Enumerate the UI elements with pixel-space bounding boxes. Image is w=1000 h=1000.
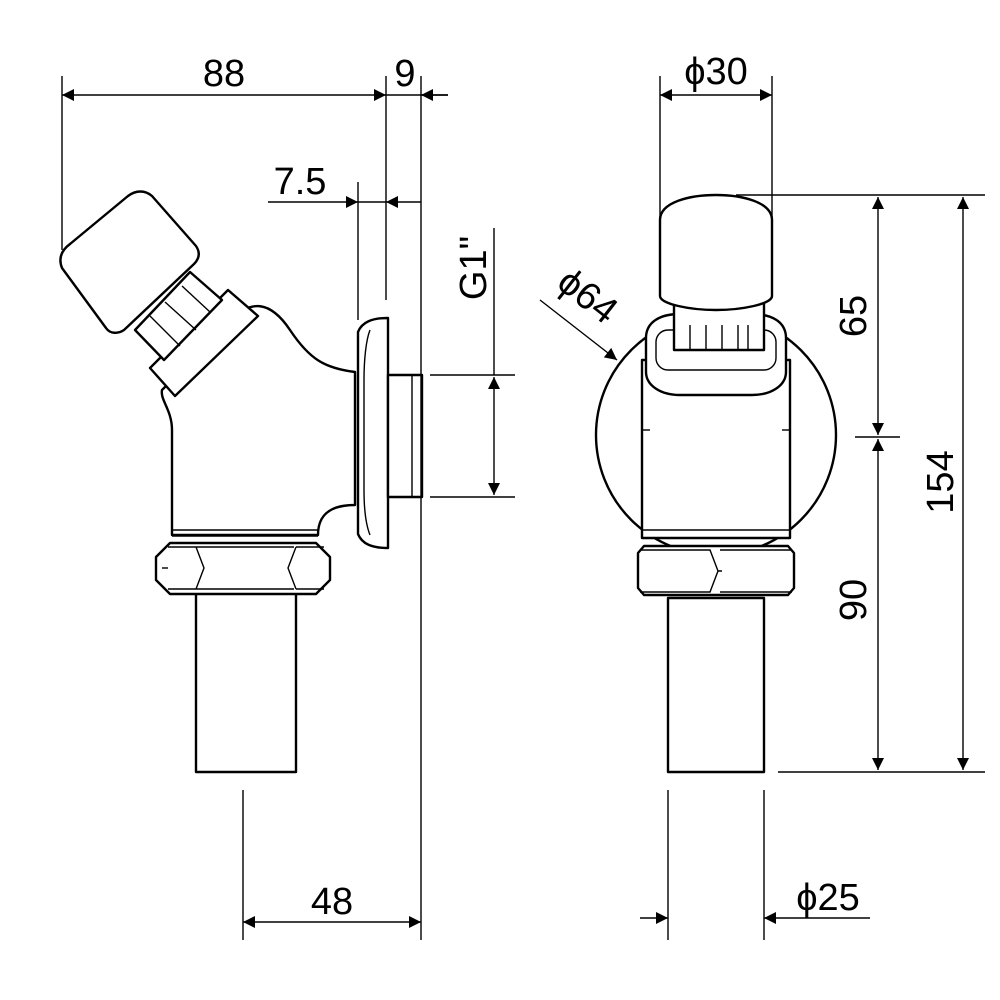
label-dia-25: ϕ25 [796,877,860,919]
label-154: 154 [920,450,962,513]
side-hex-nut [154,541,332,596]
front-button-cap [658,193,774,312]
label-9: 9 [394,53,415,95]
side-tube [194,590,298,774]
label-7-5: 7.5 [274,161,327,203]
label-g1: G1" [453,236,495,300]
front-view [594,193,838,774]
side-thread-stub [386,373,424,499]
label-dia-64: ϕ64 [549,260,625,332]
front-tube [666,596,766,774]
dim-leader-dia-64 [539,299,618,361]
dimension-lines [61,76,985,940]
front-hex-nut [636,544,796,597]
label-48: 48 [311,881,353,923]
label-dia-30: ϕ30 [684,51,748,93]
side-flange [356,316,390,550]
label-88: 88 [203,53,245,95]
side-stem [133,270,224,362]
label-65: 65 [833,295,875,337]
side-view [59,190,424,774]
label-90: 90 [833,579,875,621]
side-button-cap [59,190,200,334]
